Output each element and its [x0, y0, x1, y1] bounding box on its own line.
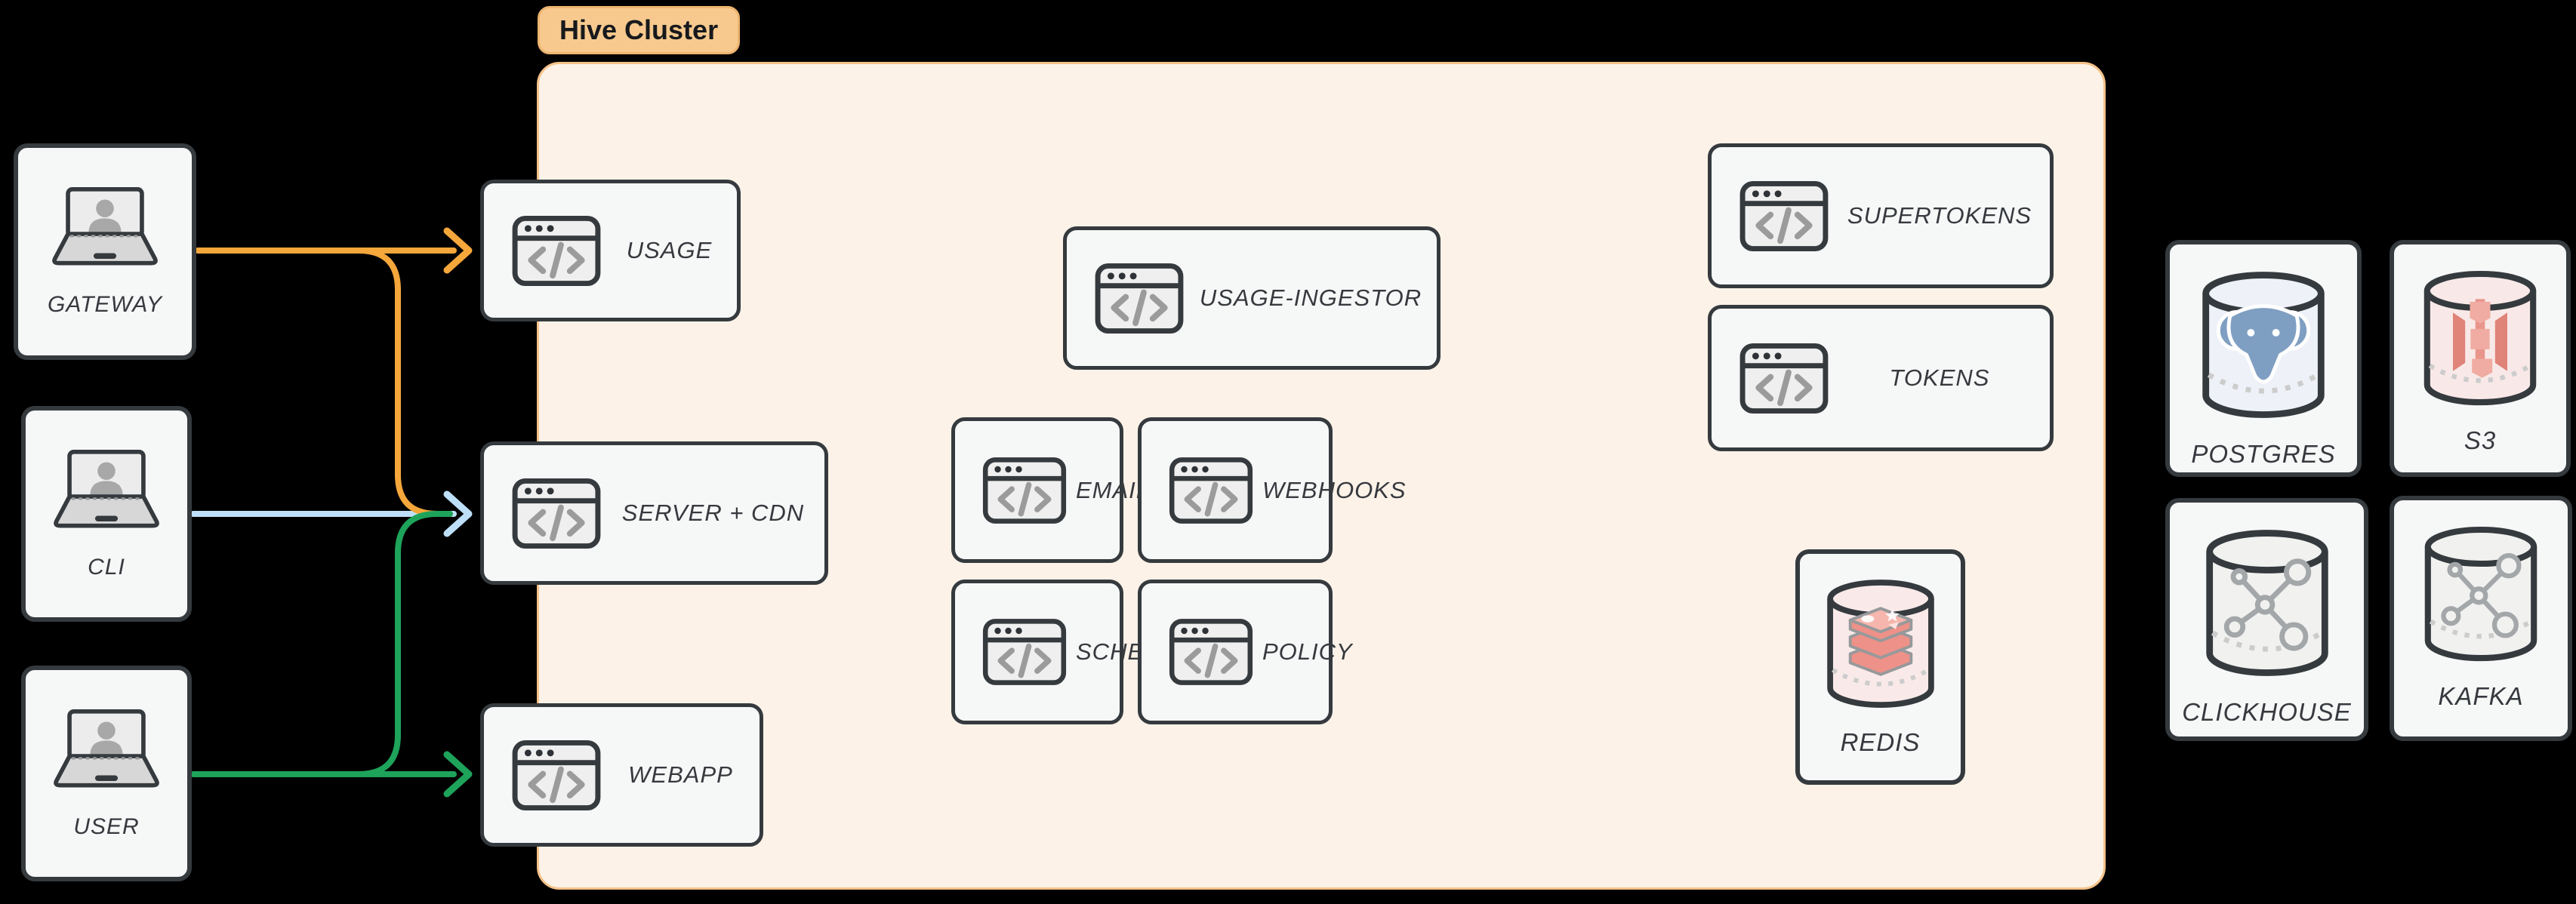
code-window-icon — [982, 457, 1067, 524]
node-user: USER — [21, 666, 192, 881]
node-label-s3: S3 — [2464, 426, 2497, 454]
database-redis-icon — [1816, 569, 1946, 719]
edge-cli-to-server-arrowhead — [443, 490, 473, 537]
code-window-icon — [1739, 343, 1829, 414]
node-s3: S3 — [2390, 240, 2571, 477]
node-label-server-cdn: SERVER + CDN — [621, 500, 805, 526]
laptop-user-icon — [46, 708, 167, 795]
node-label-webhooks: WEBHOOKS — [1262, 476, 1407, 503]
code-window-icon — [1094, 263, 1185, 334]
edge-user-to-webapp-arrowhead — [443, 751, 473, 798]
code-window-icon — [511, 739, 602, 811]
edge-gateway-to-usage-arrowhead — [443, 227, 473, 274]
node-usage: USAGE — [480, 180, 741, 321]
code-window-icon — [1739, 180, 1829, 252]
node-label-gateway: GATEWAY — [47, 292, 163, 317]
code-window-icon — [1169, 457, 1253, 524]
node-webapp: WEBAPP — [480, 703, 763, 847]
node-label-usage-ingestor: USAGE-INGESTOR — [1199, 284, 1422, 311]
hive-cluster-badge: Hive Cluster — [538, 6, 741, 54]
database-network-icon — [2193, 518, 2341, 689]
laptop-user-icon — [45, 186, 165, 272]
node-supertokens: SUPERTOKENS — [1708, 143, 2054, 288]
database-postgres-icon — [2189, 260, 2337, 431]
node-kafka: KAFKA — [2390, 496, 2572, 741]
node-usage-ingestor: USAGE-INGESTOR — [1063, 226, 1441, 370]
code-window-icon — [982, 618, 1067, 686]
node-tokens: TOKENS — [1708, 305, 2054, 451]
edge-gateway-to-server — [356, 248, 453, 517]
laptop-user-icon — [46, 448, 167, 535]
node-cli: CLI — [21, 406, 192, 622]
node-policy: POLICY — [1138, 580, 1352, 724]
node-label-webapp: WEBAPP — [628, 761, 733, 788]
node-label-usage: USAGE — [626, 237, 713, 263]
node-gateway: GATEWAY — [14, 143, 196, 360]
database-network-icon — [2413, 515, 2549, 673]
node-redis: REDIS — [1795, 549, 1965, 785]
node-label-cli: CLI — [88, 554, 125, 580]
node-label-supertokens: SUPERTOKENS — [1847, 202, 2032, 229]
node-postgres: POSTGRES — [2165, 240, 2362, 477]
node-label-clickhouse: CLICKHOUSE — [2182, 698, 2352, 726]
database-s3-icon — [2412, 260, 2548, 417]
node-label-tokens: TOKENS — [1889, 364, 1990, 391]
node-label-policy: POLICY — [1262, 638, 1353, 665]
code-window-icon — [511, 215, 602, 287]
node-label-kafka: KAFKA — [2438, 682, 2524, 710]
node-label-postgres: POSTGRES — [2191, 440, 2336, 468]
node-schema: SCHEMA — [951, 580, 1180, 724]
node-server-cdn: SERVER + CDN — [480, 441, 828, 585]
node-label-user: USER — [73, 813, 140, 839]
node-clickhouse: CLICKHOUSE — [2165, 498, 2368, 741]
edge-user-to-server — [356, 511, 453, 777]
node-label-redis: REDIS — [1840, 728, 1921, 756]
node-webhooks: WEBHOOKS — [1138, 417, 1406, 563]
code-window-icon — [511, 478, 602, 549]
node-emails: EMAILS — [951, 417, 1166, 563]
code-window-icon — [1169, 618, 1253, 686]
